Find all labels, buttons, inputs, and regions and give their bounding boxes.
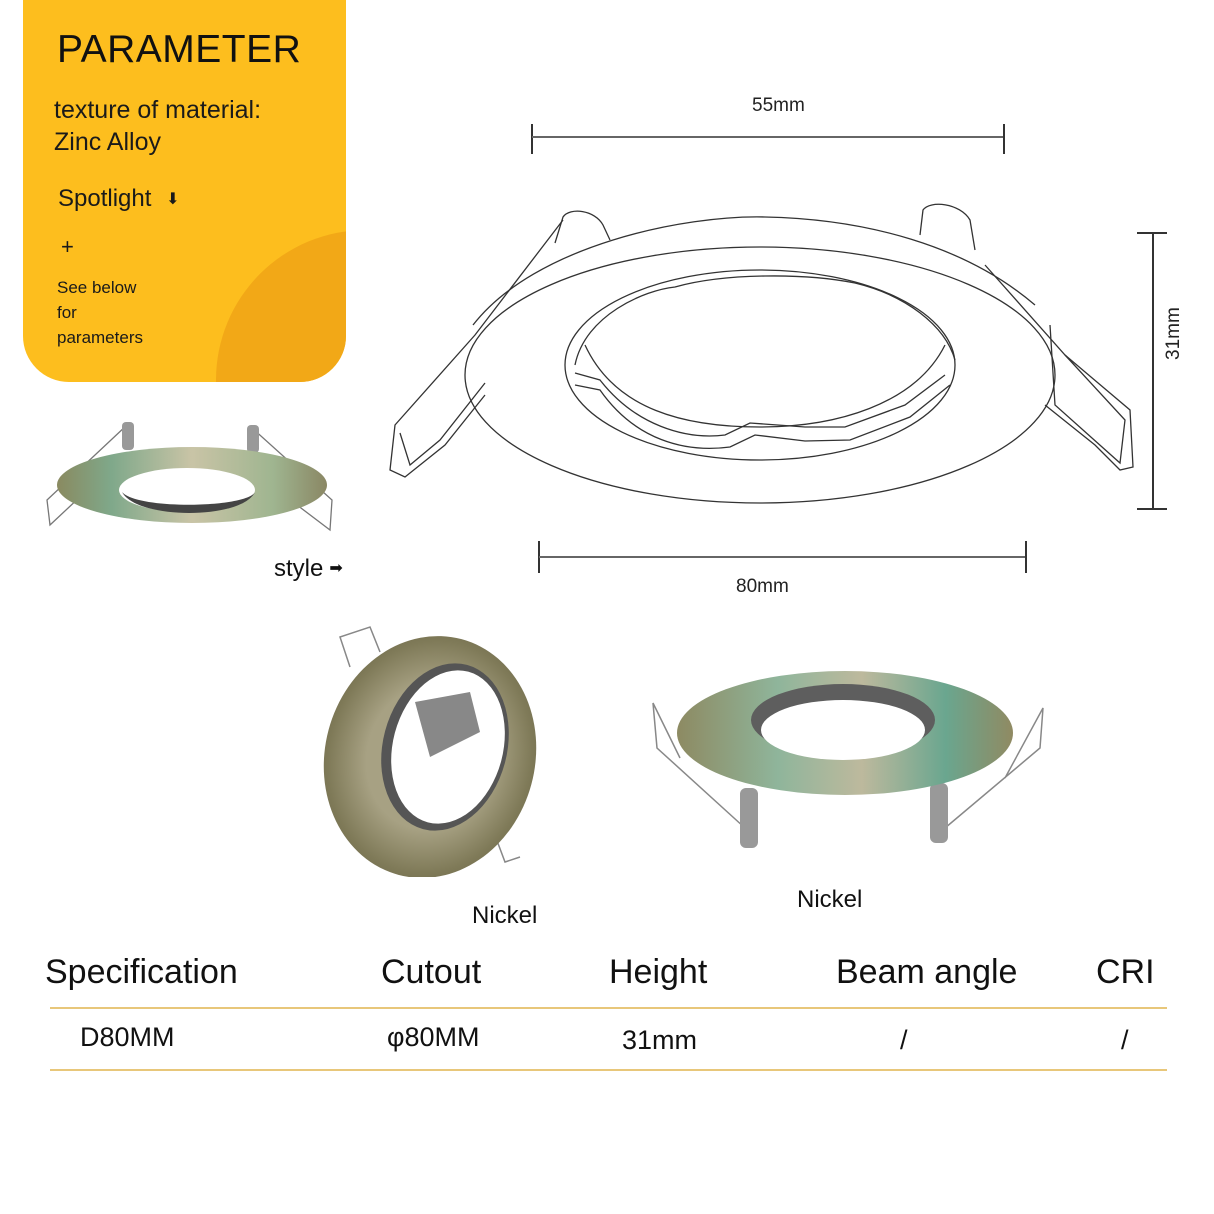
material-label: texture of material: (54, 96, 262, 124)
note-line: parameters (57, 328, 143, 347)
top-width-label: 55mm (752, 95, 805, 116)
arrow-right-icon: ➡ (329, 560, 343, 577)
table-header-beam-angle: Beam angle (836, 953, 1018, 991)
decorative-circle (216, 230, 346, 382)
downlight-line-drawing (389, 203, 1134, 504)
table-header-height: Height (609, 953, 708, 991)
see-below-note: See below for parameters (57, 275, 143, 350)
table-header-cri: CRI (1096, 953, 1155, 991)
table-divider (50, 1069, 1167, 1071)
product-photo-side (652, 671, 1044, 848)
material-value: Zinc Alloy (54, 128, 161, 156)
dimension-tick (1137, 508, 1167, 510)
top-width-dimension-line (532, 136, 1004, 138)
table-cell-specification: D80MM (80, 1022, 175, 1052)
table-cell-cutout: φ80MM (387, 1022, 480, 1052)
product-type: Spotlight ⬇ (58, 185, 179, 213)
table-cell-beam-angle: / (900, 1025, 908, 1055)
height-label: 31mm (1163, 307, 1184, 360)
height-dimension-line (1152, 233, 1154, 509)
arrow-down-icon: ⬇ (166, 191, 180, 208)
product-photo-tilted (323, 626, 537, 877)
plus-sign: + (61, 234, 74, 259)
bottom-width-label: 80mm (736, 576, 789, 597)
style-label: style➡ (274, 555, 343, 582)
note-line: See below (57, 278, 137, 297)
table-cell-height: 31mm (622, 1025, 698, 1055)
table-header-cutout: Cutout (381, 953, 482, 991)
parameter-title: PARAMETER (57, 28, 302, 71)
table-header-specification: Specification (45, 953, 238, 991)
table-divider (50, 1007, 1167, 1009)
product-finish-label: Nickel (472, 902, 538, 929)
material-info: texture of material: Zinc Alloy (54, 94, 261, 158)
parameter-card: PARAMETER texture of material: Zinc Allo… (23, 0, 346, 382)
table-cell-cri: / (1121, 1025, 1129, 1055)
dimension-tick (1003, 124, 1005, 154)
product-photo-small (46, 422, 333, 532)
product-type-label: Spotlight (58, 185, 152, 212)
product-finish-label: Nickel (797, 886, 863, 913)
dimension-tick (1025, 541, 1027, 573)
dimension-tick (531, 124, 533, 154)
bottom-width-dimension-line (539, 556, 1026, 558)
note-line: for (57, 303, 77, 322)
